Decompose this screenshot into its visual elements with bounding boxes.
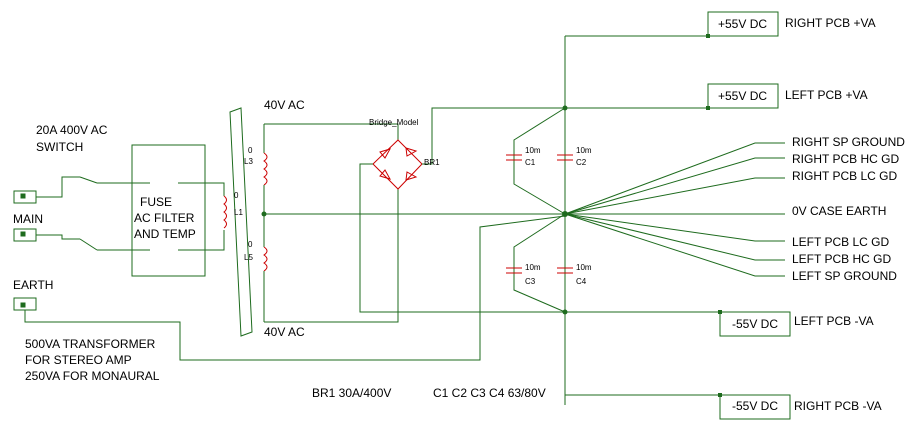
output-right-pcb-lc-gd: RIGHT PCB LC GD (792, 169, 897, 183)
capacitor-c1 (506, 154, 522, 161)
transformer-label-line2: FOR STEREO AMP (25, 353, 132, 367)
bom-caps: C1 C2 C3 C4 63/80V (433, 386, 546, 400)
bridge-rectifier-br1 (359, 107, 565, 313)
supply-label-plus-left: +55V DC (718, 89, 767, 103)
gnd-right-sp (564, 142, 785, 215)
br1-label: BR1 (424, 158, 440, 167)
mains-input (13, 144, 566, 361)
fuse-inner-right (178, 182, 225, 251)
transformer-label-line3: 250VA FOR MONAURAL (25, 369, 160, 383)
supply-label-plus-right: +55V DC (718, 17, 767, 31)
capacitor-c4 (557, 267, 573, 274)
c1-label: C1 (525, 158, 536, 167)
labels: 20A 400V AC SWITCH MAIN EARTH FUSE AC FI… (13, 16, 905, 413)
transformer-label-line1: 500VA TRANSFORMER (25, 337, 156, 351)
rails (506, 35, 720, 405)
c2-value: 10m (576, 146, 592, 155)
l1-label: L1 (234, 208, 243, 217)
earth-wire (24, 215, 566, 361)
bridge-diamond (372, 139, 423, 190)
supply-box-minus-left (719, 311, 791, 337)
ac-feed-bottom (264, 189, 399, 323)
output-right-pcb-va-neg: RIGHT PCB -VA (794, 399, 882, 413)
transformer-core (229, 107, 253, 337)
main-terminal-top-pin (20, 193, 26, 199)
c3-label: C3 (525, 277, 536, 286)
capacitor-c2 (557, 154, 573, 161)
pin-plus-right (706, 34, 710, 38)
l5-label: L5 (244, 253, 253, 262)
l5-ref: 0 (248, 240, 253, 249)
output-left-pcb-lc-gd: LEFT PCB LC GD (792, 235, 889, 249)
fuse-filter-box (131, 144, 206, 277)
capacitor-c3 (506, 267, 522, 274)
c2-label: C2 (576, 158, 587, 167)
main-label: MAIN (13, 212, 43, 226)
pin-plus-left (706, 106, 710, 110)
supply-label-minus-left: -55V DC (732, 317, 778, 331)
bridge-neg-out (359, 163, 565, 313)
fuse-inner-left (134, 182, 150, 251)
output-case-earth: 0V CASE EARTH (792, 204, 886, 218)
bridge-diodes (379, 147, 418, 181)
c3-value: 10m (525, 263, 541, 272)
supply-box-minus-right (719, 394, 791, 420)
supply-boxes: +55V DC +55V DC -55V DC -55V DC (706, 11, 791, 420)
earth-label: EARTH (13, 278, 53, 292)
fuse-label-line2: AC FILTER (134, 211, 195, 225)
output-left-pcb-va-pos: LEFT PCB +VA (785, 88, 868, 102)
ac-label-top: 40V AC (264, 98, 305, 112)
supply-box-plus-right (707, 11, 779, 37)
switch-label-line2: SWITCH (36, 140, 83, 154)
output-left-sp-ground: LEFT SP GROUND (792, 269, 897, 283)
fuse-label-line3: AND TEMP (134, 227, 196, 241)
output-right-sp-ground: RIGHT SP GROUND (792, 135, 905, 149)
transformer (229, 107, 565, 337)
c4-label: C4 (576, 277, 587, 286)
gnd-left-lc (564, 213, 785, 242)
bridge-pos-out (422, 107, 565, 165)
bom-br1: BR1 30A/400V (312, 386, 391, 400)
l3-label: L3 (244, 157, 253, 166)
bridge-model-label: Bridge_Model (369, 118, 419, 127)
fuse-label-line1: FUSE (140, 195, 172, 209)
inductor-l5 (263, 246, 268, 272)
supply-box-plus-left (707, 83, 779, 109)
ground-fanout (564, 142, 785, 277)
pin-minus-right (718, 393, 722, 397)
ac-label-bottom: 40V AC (264, 325, 305, 339)
switch-wire-bottom (36, 234, 134, 251)
inductor-l3 (263, 152, 268, 186)
gnd-right-hc (564, 157, 785, 215)
main-terminal-bottom-pin (20, 231, 26, 237)
inductor-l1 (223, 195, 227, 229)
gnd-right-lc (564, 177, 785, 215)
l1-ref: 0 (234, 191, 239, 200)
c1-value: 10m (525, 146, 541, 155)
l3-ref: 0 (248, 146, 253, 155)
switch-label-line1: 20A 400V AC (36, 123, 108, 137)
ac-feed-top (264, 123, 399, 140)
output-left-pcb-hc-gd: LEFT PCB HC GD (792, 252, 891, 266)
switch-wire-top (36, 176, 134, 198)
supply-label-minus-right: -55V DC (732, 399, 778, 413)
output-right-pcb-hc-gd: RIGHT PCB HC GD (792, 152, 899, 166)
minus-rail-node (562, 309, 568, 315)
gnd-left-sp (564, 213, 785, 277)
output-right-pcb-va-pos: RIGHT PCB +VA (785, 16, 876, 30)
c4-value: 10m (576, 263, 592, 272)
c1-branch (513, 107, 566, 215)
plus-rail-node (562, 105, 568, 111)
pin-minus-left (718, 310, 722, 314)
earth-terminal-pin (20, 302, 26, 308)
output-left-pcb-va-neg: LEFT PCB -VA (794, 314, 874, 328)
gnd-left-hc (564, 213, 785, 261)
